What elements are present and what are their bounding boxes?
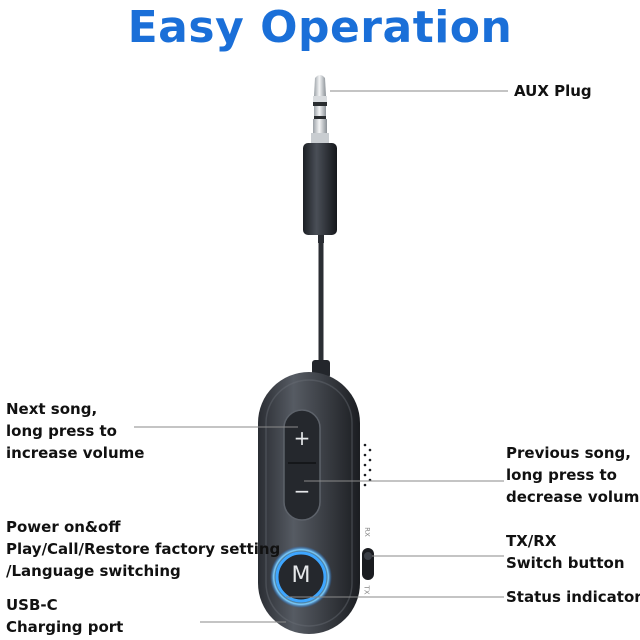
- usbc-label: USB-C Charging port: [6, 596, 124, 636]
- status-indicator-label: Status indicator: [506, 588, 640, 606]
- volume-rocker: [283, 409, 321, 521]
- plus-button[interactable]: +: [293, 426, 311, 450]
- aux-plug-label: AUX Plug: [514, 82, 592, 100]
- callout-lines: [134, 90, 508, 623]
- aux-plug: [303, 75, 337, 243]
- rx-marking: RX: [362, 527, 371, 537]
- m-button[interactable]: M: [291, 563, 311, 588]
- next-song-label: Next song, long press to increase volume: [6, 400, 145, 462]
- tx-marking: TX: [362, 585, 371, 595]
- minus-button[interactable]: −: [293, 479, 311, 503]
- previous-song-label: Previous song, long press to decrease vo…: [506, 444, 640, 506]
- page-title: Easy Operation: [127, 2, 513, 53]
- txrx-label: TX/RX Switch button: [506, 532, 625, 572]
- power-label: Power on&off Play/Call/Restore factory s…: [6, 518, 281, 580]
